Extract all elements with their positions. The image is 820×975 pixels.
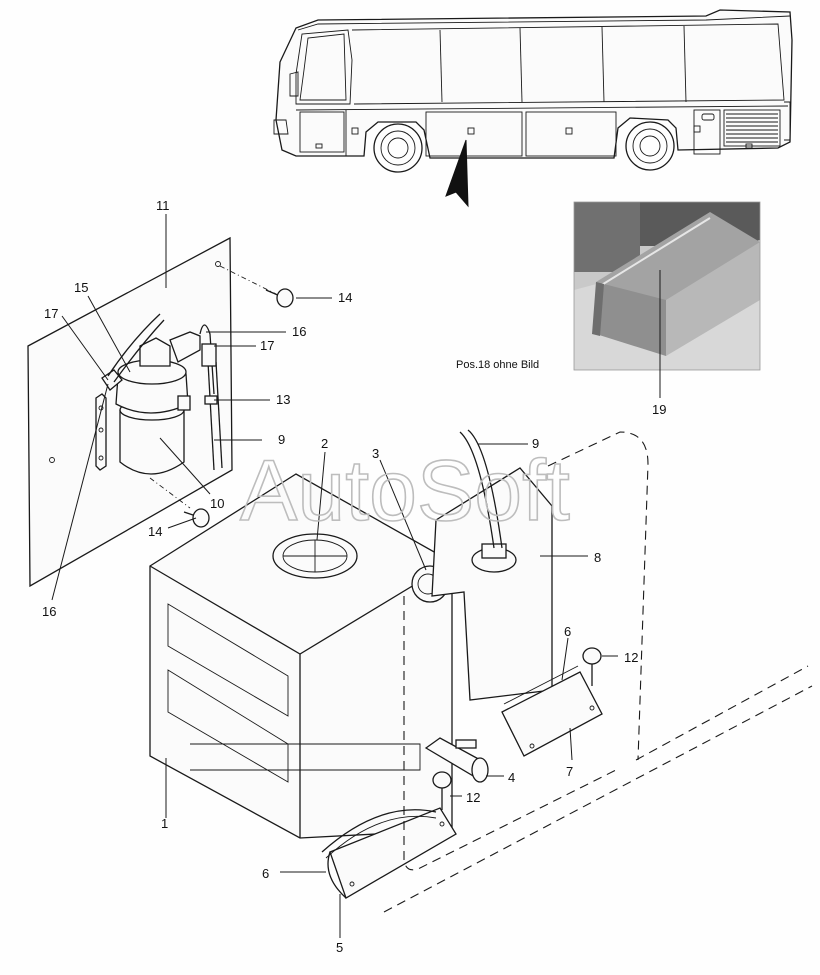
label-12-upper: 12 (624, 650, 638, 665)
label-19: 19 (652, 402, 666, 417)
label-6-bottom: 6 (262, 866, 269, 881)
label-3: 3 (372, 446, 379, 461)
label-14-top: 14 (338, 290, 352, 305)
part-8-container (431, 467, 553, 701)
label-8: 8 (594, 550, 601, 565)
part-9-hose (459, 431, 495, 549)
label-17-right: 17 (260, 338, 274, 353)
label-6-right: 6 (564, 624, 571, 639)
label-17-left: 17 (44, 306, 58, 321)
part-10-filter (95, 313, 223, 475)
part-19-photo (573, 201, 761, 371)
label-4: 4 (508, 770, 515, 785)
label-2: 2 (321, 436, 328, 451)
label-16-top: 16 (292, 324, 306, 339)
part-2-filler-cap (272, 533, 358, 579)
bus-illustration (273, 9, 793, 173)
label-16-bottom: 16 (42, 604, 56, 619)
label-5: 5 (336, 940, 343, 955)
part-5-bracket (327, 807, 457, 899)
label-1: 1 (161, 816, 168, 831)
part-1-tank (149, 473, 453, 839)
label-12-lower: 12 (466, 790, 480, 805)
part-number-labels: 11 14 15 17 16 17 13 9 10 14 16 2 3 9 8 … (42, 198, 666, 955)
location-arrow-icon (445, 139, 469, 208)
photo-caption: Pos.18 ohne Bild (456, 359, 539, 371)
label-7: 7 (566, 764, 573, 779)
part-12-bolt-lower (432, 771, 452, 810)
leader-lines (51, 214, 661, 938)
label-9-left: 9 (278, 432, 285, 447)
part-6-strap-bottom (321, 809, 437, 859)
part-12-bolt-upper (582, 647, 602, 686)
label-15: 15 (74, 280, 88, 295)
part-14-screw-bottom (183, 508, 210, 528)
install-outline (383, 431, 813, 913)
label-11: 11 (156, 198, 170, 213)
label-9-right: 9 (532, 436, 539, 451)
label-13: 13 (276, 392, 290, 407)
label-14-bottom: 14 (148, 524, 162, 539)
part-7-bracket (501, 665, 603, 757)
label-10: 10 (210, 496, 224, 511)
part-14-screw-top (265, 288, 294, 308)
watermark: AutoSoft (240, 443, 570, 539)
part-4-valve (424, 737, 489, 783)
